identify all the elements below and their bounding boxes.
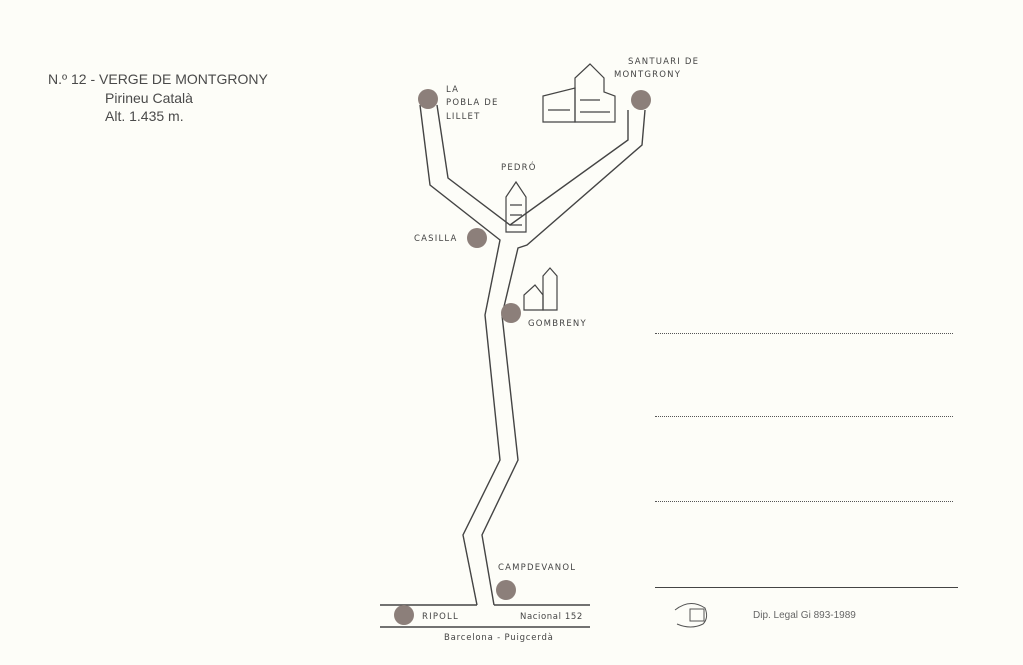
- legal-deposit: Dip. Legal Gi 893-1989: [753, 610, 856, 621]
- dot-ripoll: [394, 605, 414, 625]
- pedro-chapel-icon: [505, 180, 527, 233]
- road-route: Barcelona - Puigcerdà: [444, 633, 554, 643]
- dot-gombreny: [501, 303, 521, 323]
- address-line-4: [655, 587, 958, 588]
- label-ripoll: RIPOLL: [422, 612, 459, 622]
- label-santuari-de: SANTUARI DE: [628, 57, 700, 67]
- card-title: N.º 12 - VERGE DE MONTGRONY: [48, 71, 268, 87]
- address-line-1: [655, 333, 953, 334]
- label-montgrony: MONTGRONY: [614, 70, 682, 80]
- road-edge-left: [419, 104, 501, 606]
- road-edge-right: [481, 109, 646, 606]
- label-pobla-de: POBLA DE: [446, 98, 499, 108]
- santuari-church-icon: [542, 63, 616, 123]
- label-casilla: CASILLA: [414, 234, 458, 244]
- address-line-3: [655, 501, 953, 502]
- road-name: Nacional 152: [520, 612, 583, 622]
- address-line-2: [655, 416, 953, 417]
- label-la: LA: [446, 85, 460, 95]
- altitude: Alt. 1.435 m.: [105, 108, 184, 124]
- dot-casilla: [467, 228, 487, 248]
- region: Pirineu Català: [105, 90, 193, 106]
- dot-santuari: [631, 90, 651, 110]
- label-campdevanol: CAMPDEVANOL: [498, 563, 577, 573]
- label-pedro: PEDRÓ: [501, 163, 537, 173]
- town-dots: [394, 89, 651, 625]
- dot-la-pobla-de-lillet: [418, 89, 438, 109]
- label-lillet: LILLET: [446, 112, 481, 122]
- gombreny-church-icon: [523, 267, 558, 311]
- roads: [380, 104, 646, 628]
- label-gombreny: GOMBRENY: [528, 319, 587, 329]
- dot-campdevanol: [496, 580, 516, 600]
